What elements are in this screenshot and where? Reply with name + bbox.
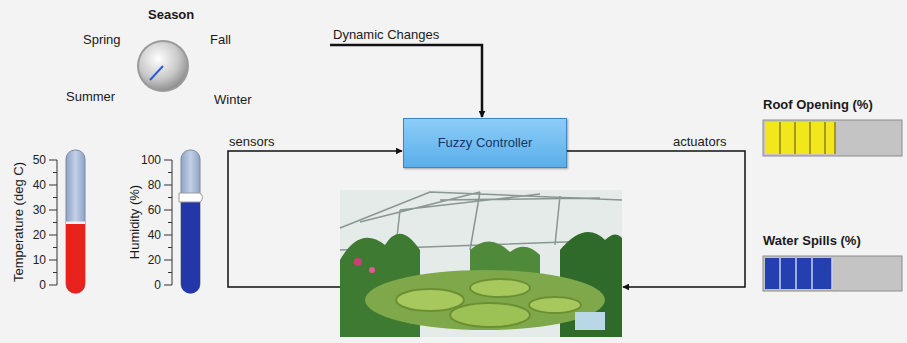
tick-label: 0 (131, 278, 161, 293)
tick-label: 30 (16, 203, 46, 218)
sign (575, 312, 605, 330)
lily-pad (529, 297, 581, 313)
lily-pad (450, 303, 530, 327)
pond (365, 270, 605, 330)
axis-label: Humidity (%) (127, 185, 142, 259)
controller-box: Fuzzy Controller (403, 118, 567, 168)
roof-bar (763, 120, 902, 156)
slider-handle (179, 193, 203, 202)
tick-label: 40 (16, 178, 46, 193)
humidity-gauge (164, 150, 203, 294)
thermo-fill (66, 223, 85, 294)
tick-label: 80 (131, 178, 161, 193)
plants (470, 241, 540, 275)
bar-track (763, 256, 902, 291)
text-label: Fall (210, 32, 231, 47)
text-label: sensors (229, 134, 275, 149)
bar-segments (780, 258, 832, 289)
tick-label: 60 (131, 203, 161, 218)
bar-track (763, 120, 902, 156)
lily-pad (396, 289, 464, 311)
humidity-tube (181, 150, 200, 293)
text-label: Spring (83, 32, 121, 47)
tick-label: 10 (16, 253, 46, 268)
tick-label: 20 (16, 228, 46, 243)
temperature-gauge (49, 150, 85, 294)
thermo-tube (66, 150, 85, 293)
tick-label: 20 (131, 253, 161, 268)
greenhouse-photo (340, 190, 622, 337)
text-label: Roof Opening (%) (763, 97, 873, 112)
glass-sky (340, 190, 622, 337)
scale-ticks (49, 160, 57, 285)
water-bar (763, 256, 902, 291)
scale-ticks (164, 160, 172, 285)
knob-face (139, 42, 187, 90)
knob-pointer (150, 66, 163, 80)
text-label: Season (148, 7, 194, 22)
tick-label: 0 (16, 278, 46, 293)
bar-fill (765, 122, 835, 154)
axis-label: Temperature (deg C) (11, 162, 26, 282)
text-label: Summer (66, 89, 115, 104)
flower (354, 258, 362, 266)
thermo-level (66, 222, 85, 225)
input-arrow (330, 45, 482, 117)
bar-segments (780, 122, 835, 154)
tick-label: 50 (16, 153, 46, 168)
text-label: Dynamic Changes (333, 27, 439, 42)
bar-fill (765, 258, 832, 289)
humidity-fill (181, 198, 200, 294)
tick-label: 40 (131, 228, 161, 243)
box-text: Fuzzy Controller (438, 135, 533, 151)
lily-pad (470, 279, 530, 297)
season-knob (137, 40, 189, 92)
knob-rim (137, 40, 189, 92)
flower (369, 267, 375, 273)
text-label: Winter (214, 92, 252, 107)
text-label: Water Spills (%) (763, 233, 861, 248)
tick-label: 100 (131, 153, 161, 168)
text-label: actuators (673, 134, 726, 149)
